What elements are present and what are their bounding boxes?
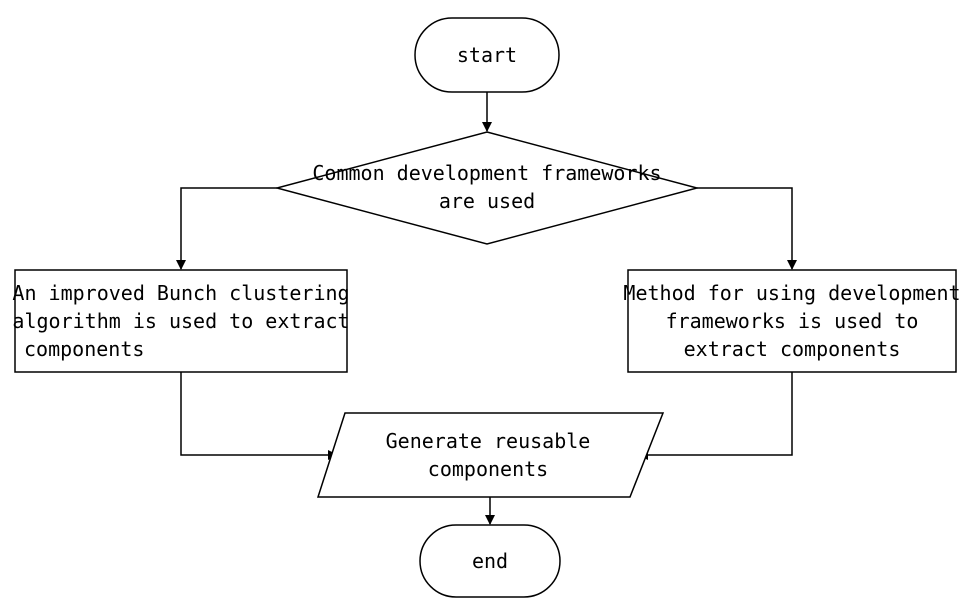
decision-node: Common development frameworks are used [274,131,700,245]
right-process-line-2: frameworks is used to [666,309,919,333]
decision-label-line-2: are used [439,189,535,213]
end-label: end [472,549,508,573]
arrow-decision-to-left-process [176,187,277,270]
right-process-node: Method for using development frameworks … [623,269,961,373]
arrow-decision-to-right-process [697,187,797,270]
end-node: end [419,524,561,598]
output-node: Generate reusable components [316,412,665,498]
arrow-left-process-to-output [180,372,338,460]
decision-label-line-1: Common development frameworks [312,161,661,185]
start-node: start [414,17,560,93]
output-label-line-2: components [428,457,548,481]
right-process-line-3: extract components [684,337,901,361]
output-label-line-1: Generate reusable [386,429,591,453]
left-process-line-2: algorithm is used to extract [12,309,349,333]
start-label: start [457,43,517,67]
arrow-right-process-to-output [638,372,793,460]
left-process-line-3: components [24,337,144,361]
left-process-line-1: An improved Bunch clustering [12,281,349,305]
right-process-line-1: Method for using development [623,281,960,305]
left-process-node: An improved Bunch clustering algorithm i… [12,269,350,373]
